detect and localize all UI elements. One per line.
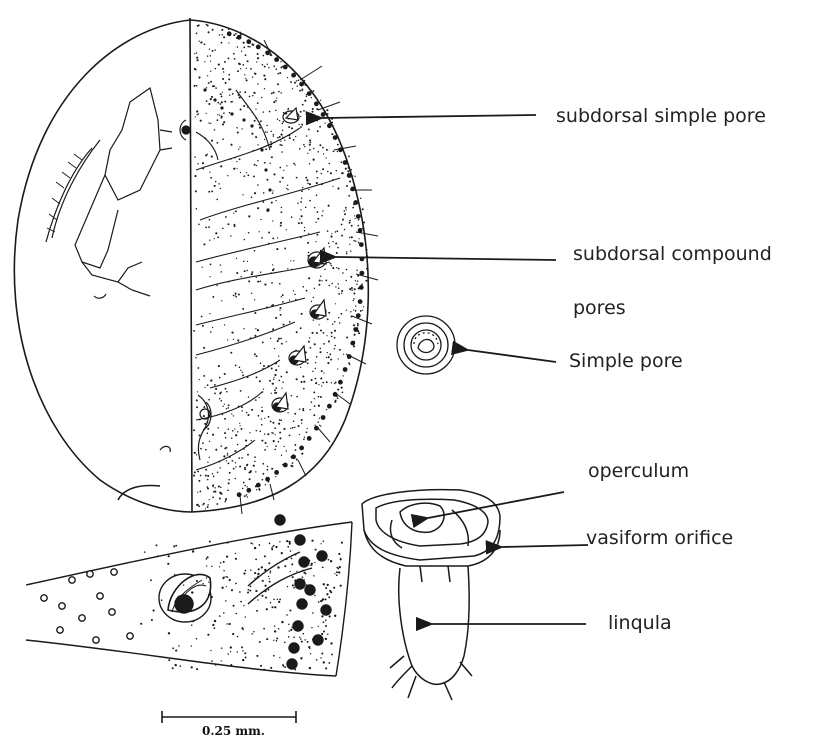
arrow-subdorsal-compound-pores <box>336 257 556 260</box>
compound-pore-2 <box>310 300 326 319</box>
label-linqula: linqula <box>608 612 672 634</box>
compound-pore-3 <box>289 346 306 365</box>
dorsal-lines <box>196 90 340 470</box>
label-operculum: operculum <box>588 460 689 482</box>
arrow-simple-pore <box>468 350 556 362</box>
arrow-operculum <box>428 492 564 518</box>
simple-pore-detail <box>397 316 455 374</box>
marginal-pore-row <box>227 31 364 497</box>
ventral-appendages <box>46 88 209 460</box>
scale-bar-label: 0.25 mm. <box>202 724 265 738</box>
leader-arrows <box>322 115 588 624</box>
arrow-vasiform-orifice <box>502 545 588 547</box>
compound-pore-1 <box>308 248 326 268</box>
label-subdorsal-compound-line1: subdorsal compound <box>573 243 772 265</box>
compound-pore-4 <box>272 393 288 412</box>
vasiform-orifice-detail <box>362 490 500 700</box>
subdorsal-simple-pore-mark <box>283 108 299 123</box>
scale-bar <box>162 711 296 723</box>
marginal-setae <box>240 40 378 514</box>
label-simple-pore: Simple pore <box>569 350 683 372</box>
label-subdorsal-compound-line2: pores <box>573 297 626 319</box>
label-subdorsal-simple-pore: subdorsal simple pore <box>556 105 766 127</box>
label-vasiform-orifice: vasiform orifice <box>586 527 733 549</box>
arrow-subdorsal-simple-pore <box>322 115 536 118</box>
stipple-texture <box>193 24 368 510</box>
